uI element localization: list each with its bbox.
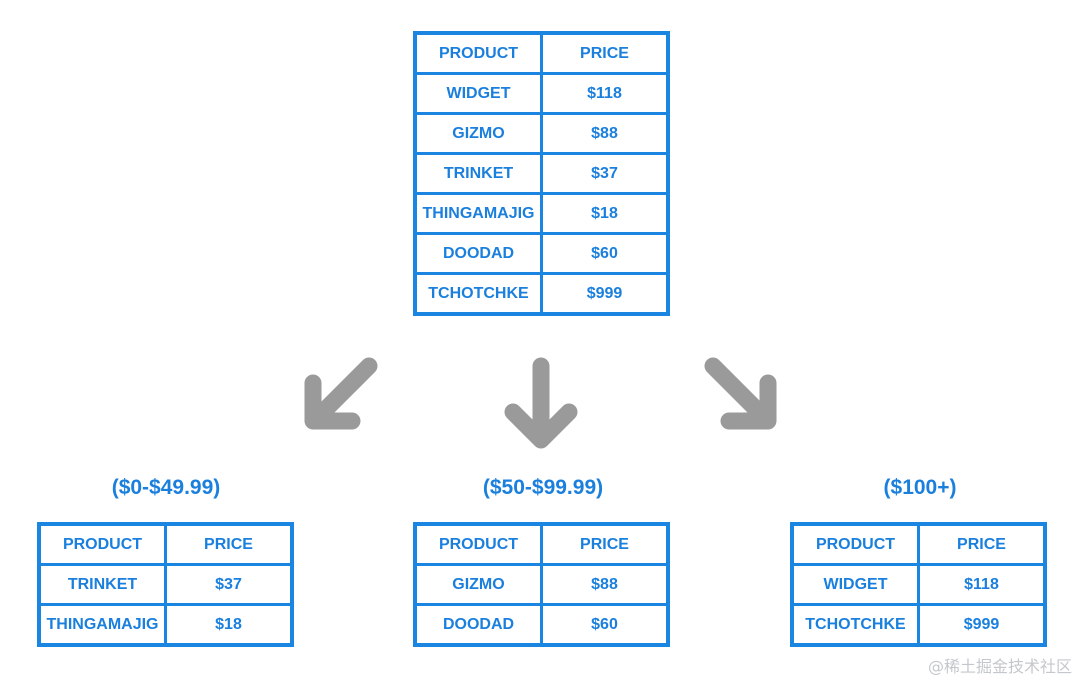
table-header-row: PRODUCT PRICE bbox=[413, 31, 670, 75]
price-cell: $118 bbox=[916, 563, 1047, 606]
header-product: PRODUCT bbox=[413, 522, 543, 566]
table-header-row: PRODUCT PRICE bbox=[790, 522, 1047, 566]
table-row: THINGAMAJIG $18 bbox=[37, 603, 294, 647]
price-cell: $60 bbox=[539, 232, 670, 275]
product-cell: WIDGET bbox=[790, 563, 920, 606]
product-cell: WIDGET bbox=[413, 72, 543, 115]
group-label-low: ($0-$49.99) bbox=[111, 476, 221, 499]
arrow-down-left-icon bbox=[304, 357, 378, 430]
group-label-mid: ($50-$99.99) bbox=[482, 476, 604, 499]
mid-price-table: PRODUCT PRICE GIZMO $88 DOODAD $60 bbox=[413, 522, 670, 647]
low-price-table: PRODUCT PRICE TRINKET $37 THINGAMAJIG $1… bbox=[37, 522, 294, 647]
table-row: TRINKET $37 bbox=[413, 152, 670, 195]
price-cell: $18 bbox=[539, 192, 670, 235]
main-product-table: PRODUCT PRICE WIDGET $118 GIZMO $88 TRIN… bbox=[413, 31, 670, 316]
high-price-table: PRODUCT PRICE WIDGET $118 TCHOTCHKE $999 bbox=[790, 522, 1047, 647]
table-row: WIDGET $118 bbox=[413, 72, 670, 115]
table-header-row: PRODUCT PRICE bbox=[413, 522, 670, 566]
table-row: THINGAMAJIG $18 bbox=[413, 192, 670, 235]
product-cell: THINGAMAJIG bbox=[37, 603, 167, 647]
table-row: TCHOTCHKE $999 bbox=[790, 603, 1047, 647]
header-price: PRICE bbox=[539, 31, 670, 75]
price-cell: $999 bbox=[539, 272, 670, 316]
group-label-high: ($100+) bbox=[883, 476, 957, 499]
price-cell: $88 bbox=[539, 112, 670, 155]
product-cell: TCHOTCHKE bbox=[790, 603, 920, 647]
product-cell: TRINKET bbox=[413, 152, 543, 195]
table-header-row: PRODUCT PRICE bbox=[37, 522, 294, 566]
price-cell: $60 bbox=[539, 603, 670, 647]
table-row: GIZMO $88 bbox=[413, 563, 670, 606]
arrow-down-right-icon bbox=[704, 357, 777, 430]
table-row: GIZMO $88 bbox=[413, 112, 670, 155]
product-cell: GIZMO bbox=[413, 112, 543, 155]
price-cell: $37 bbox=[539, 152, 670, 195]
product-cell: GIZMO bbox=[413, 563, 543, 606]
product-cell: DOODAD bbox=[413, 232, 543, 275]
product-cell: TCHOTCHKE bbox=[413, 272, 543, 316]
header-price: PRICE bbox=[916, 522, 1047, 566]
product-cell: THINGAMAJIG bbox=[413, 192, 543, 235]
header-product: PRODUCT bbox=[37, 522, 167, 566]
table-row: TRINKET $37 bbox=[37, 563, 294, 606]
table-row: TCHOTCHKE $999 bbox=[413, 272, 670, 316]
header-product: PRODUCT bbox=[790, 522, 920, 566]
watermark-text: @稀土掘金技术社区 bbox=[927, 657, 1072, 676]
product-cell: DOODAD bbox=[413, 603, 543, 647]
price-cell: $18 bbox=[163, 603, 294, 647]
price-cell: $999 bbox=[916, 603, 1047, 647]
table-row: WIDGET $118 bbox=[790, 563, 1047, 606]
header-price: PRICE bbox=[539, 522, 670, 566]
arrow-down-icon bbox=[504, 357, 578, 449]
header-product: PRODUCT bbox=[413, 31, 543, 75]
price-cell: $37 bbox=[163, 563, 294, 606]
product-cell: TRINKET bbox=[37, 563, 167, 606]
header-price: PRICE bbox=[163, 522, 294, 566]
price-cell: $88 bbox=[539, 563, 670, 606]
table-row: DOODAD $60 bbox=[413, 603, 670, 647]
table-row: DOODAD $60 bbox=[413, 232, 670, 275]
price-cell: $118 bbox=[539, 72, 670, 115]
